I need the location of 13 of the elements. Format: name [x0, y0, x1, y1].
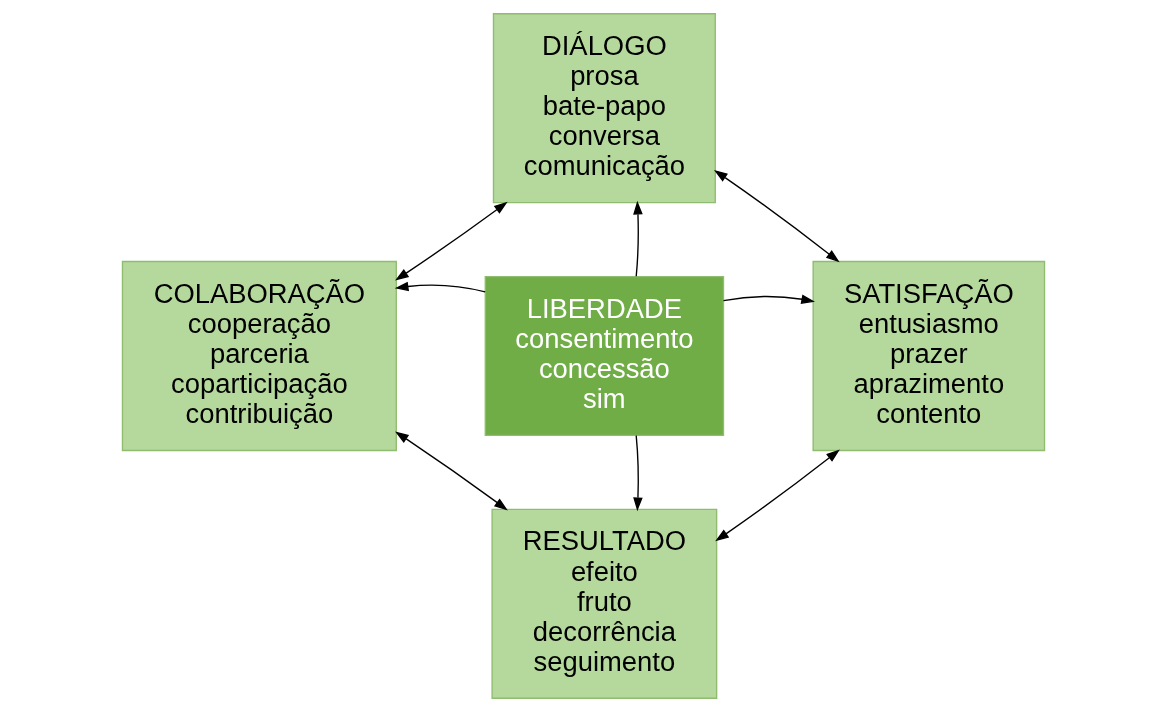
- arrow: [632, 434, 643, 512]
- node-box: LIBERDADE consentimento concessão sim: [484, 275, 724, 437]
- arrow: [713, 169, 840, 263]
- arrow: [394, 281, 486, 293]
- node-box: DIÁLOGO prosa bate-papo conversa comunicação: [492, 13, 716, 204]
- arrow: [394, 431, 508, 511]
- node-box: SATISFAÇÃO entusiasmo prazer aprazimento contento: [811, 260, 1045, 452]
- arrow: [722, 294, 815, 304]
- node-box: RESULTADO efeito fruto decorrência seguimento: [490, 508, 717, 699]
- arrow: [394, 201, 508, 281]
- arrow: [714, 449, 840, 542]
- node-box: COLABORAÇÃO cooperação parceria coparticipação contribuição: [121, 260, 397, 452]
- arrow: [632, 200, 643, 277]
